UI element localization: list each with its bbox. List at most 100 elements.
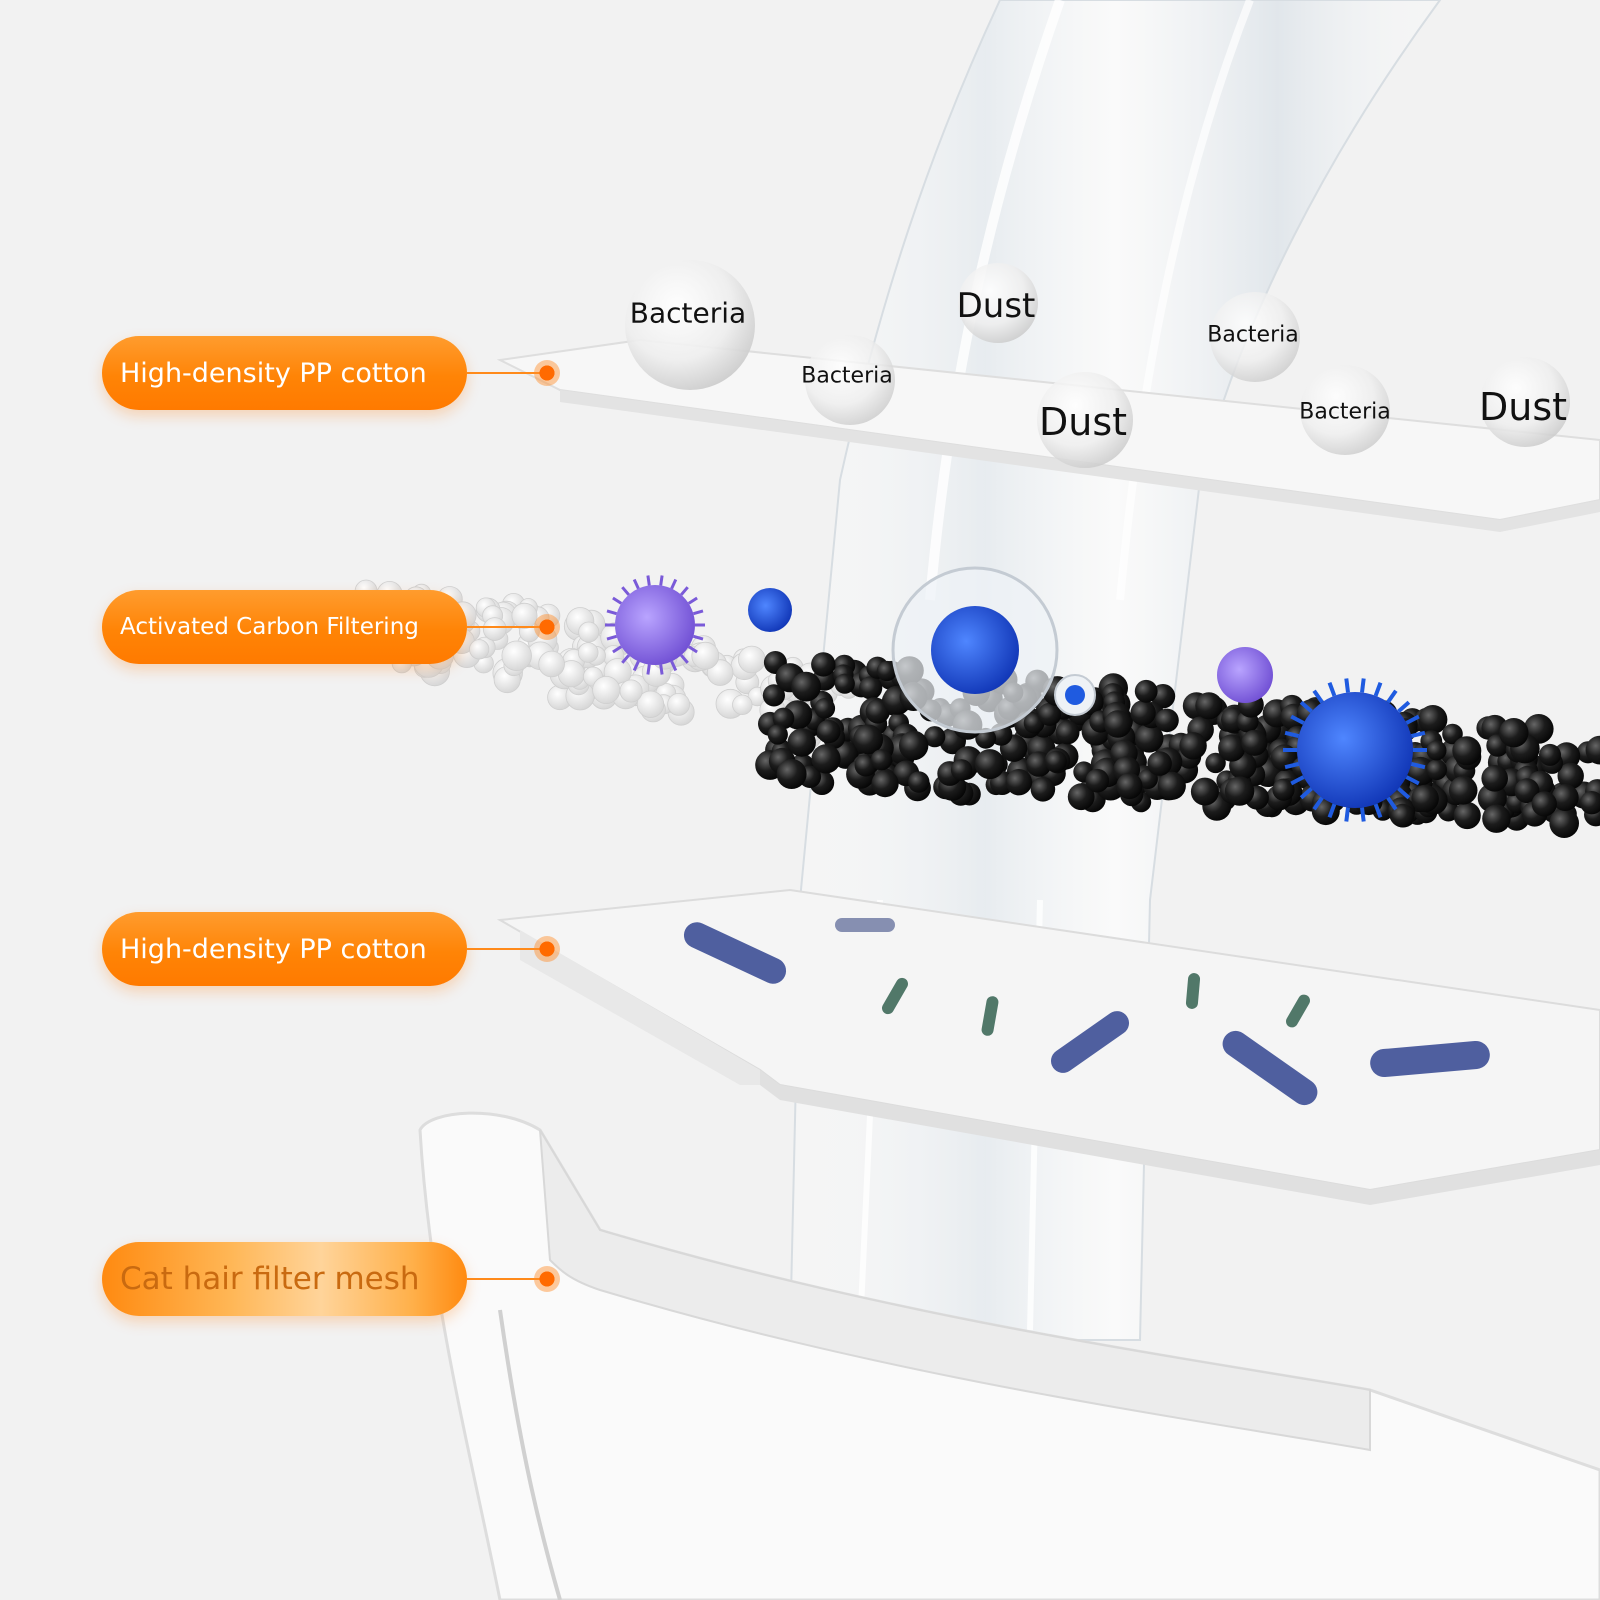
particle-label-bacteria: Bacteria — [1299, 399, 1391, 425]
carbon-bead — [1549, 808, 1579, 838]
carbon-bead — [950, 759, 973, 781]
carbon-bead — [1157, 771, 1186, 801]
virus-purple-small-icon — [1217, 647, 1273, 703]
white-bead — [737, 645, 766, 674]
carbon-bead — [1426, 759, 1447, 781]
carbon-bead — [1585, 735, 1600, 765]
virus-spike — [1397, 700, 1411, 714]
connector-dot-icon — [534, 360, 560, 386]
connector-line — [467, 626, 547, 628]
carbon-bead — [1482, 804, 1511, 833]
carbon-bead — [1195, 692, 1223, 720]
virus-spike — [646, 664, 651, 675]
virus-spike — [1386, 689, 1398, 704]
virus-blue-small-icon — [748, 588, 792, 632]
virus-spike — [1327, 681, 1337, 697]
carbon-bead — [1514, 778, 1540, 804]
virus-spike — [692, 634, 704, 641]
virus-spike — [1284, 730, 1300, 739]
carbon-bead — [1205, 752, 1226, 774]
virus-spike — [1290, 775, 1305, 786]
carbon-bead — [1147, 751, 1172, 776]
virus-spike — [612, 596, 623, 605]
base-rim — [539, 1129, 1371, 1452]
carbon-bead — [1005, 769, 1033, 796]
carbon-bead — [1218, 734, 1246, 762]
virus-spike — [1410, 730, 1426, 739]
white-bead — [592, 676, 621, 705]
bacteria-bubble-icon — [805, 335, 895, 425]
carbon-bead — [1130, 700, 1156, 726]
carbon-bead — [908, 771, 930, 793]
virus-spike — [1284, 761, 1300, 770]
white-bead — [619, 679, 643, 703]
carbon-bead — [1155, 708, 1179, 733]
carbon-bead — [811, 744, 841, 774]
virus-spike — [621, 654, 630, 664]
carbon-bead — [1448, 776, 1478, 805]
carbon-bead — [1116, 772, 1143, 800]
virus-spike — [670, 660, 678, 672]
carbon-bead — [974, 749, 1005, 780]
virus-purple-icon — [605, 575, 705, 675]
carbon-bead — [791, 671, 821, 702]
carbon-bead — [1045, 750, 1067, 772]
carbon-bead — [1411, 784, 1439, 813]
virus-spike — [606, 609, 618, 616]
virus-blue-large-icon — [1283, 678, 1427, 822]
virus-spike — [632, 578, 640, 590]
carbon-bead — [1224, 776, 1255, 806]
bacteria-rod-icons — [683, 918, 1490, 1106]
connector-line — [467, 948, 547, 950]
particle-label-bacteria: Bacteria — [1207, 322, 1299, 348]
layer-label-activated-carbon: Activated Carbon Filtering — [102, 590, 467, 664]
white-bead — [636, 690, 665, 719]
virus-spike — [692, 609, 704, 616]
white-bead — [511, 602, 538, 629]
white-bead — [469, 639, 490, 660]
carbon-bead — [1557, 762, 1584, 790]
particle-label-bacteria: Bacteria — [629, 296, 747, 330]
virus-spike — [659, 575, 664, 586]
layer-label-pp-cotton-bottom: High-density PP cotton — [102, 912, 467, 986]
white-bead — [691, 641, 720, 670]
connector-dot-icon — [534, 1266, 560, 1292]
carbon-bead — [1241, 729, 1268, 756]
bubble-with-bacteria-icon — [891, 566, 1096, 734]
carbon-bead — [924, 726, 946, 748]
connector-line — [467, 372, 547, 374]
carbon-bead — [816, 719, 841, 744]
carbon-bead — [1179, 732, 1207, 760]
carbon-bead — [1134, 679, 1158, 703]
carbon-bead — [1104, 710, 1132, 738]
connector-dot-icon — [534, 936, 560, 962]
carbon-bead — [814, 698, 836, 719]
white-bead — [667, 693, 690, 716]
virus-spike — [1360, 807, 1366, 822]
carbon-bead — [1551, 784, 1579, 811]
connector-dot-icon — [534, 614, 560, 640]
carbon-bead — [1190, 777, 1219, 806]
carbon-bead — [1580, 791, 1600, 815]
carbon-bead — [1452, 736, 1482, 766]
carbon-bead — [1272, 778, 1295, 801]
white-bead — [538, 650, 565, 678]
white-bead — [482, 617, 507, 641]
bacteria-bubble-icon — [625, 260, 755, 390]
carbon-bead — [1453, 801, 1481, 830]
carbon-bead — [1539, 743, 1561, 766]
carbon-bead — [870, 749, 893, 771]
particle-label-dust: Dust — [1478, 385, 1568, 429]
bacteria-bubble-icon — [1210, 292, 1300, 382]
virus-spike — [1299, 786, 1313, 800]
white-bead — [501, 640, 532, 672]
virus-spike — [1344, 807, 1350, 822]
dust-bubble-icon — [1037, 372, 1133, 468]
virus-spike — [1386, 796, 1398, 811]
water-highlight — [1116, 0, 1254, 601]
carbon-bead — [853, 724, 884, 755]
carbon-bead — [767, 724, 788, 745]
virus-spike — [1397, 786, 1411, 800]
carbon-bead — [859, 676, 883, 700]
